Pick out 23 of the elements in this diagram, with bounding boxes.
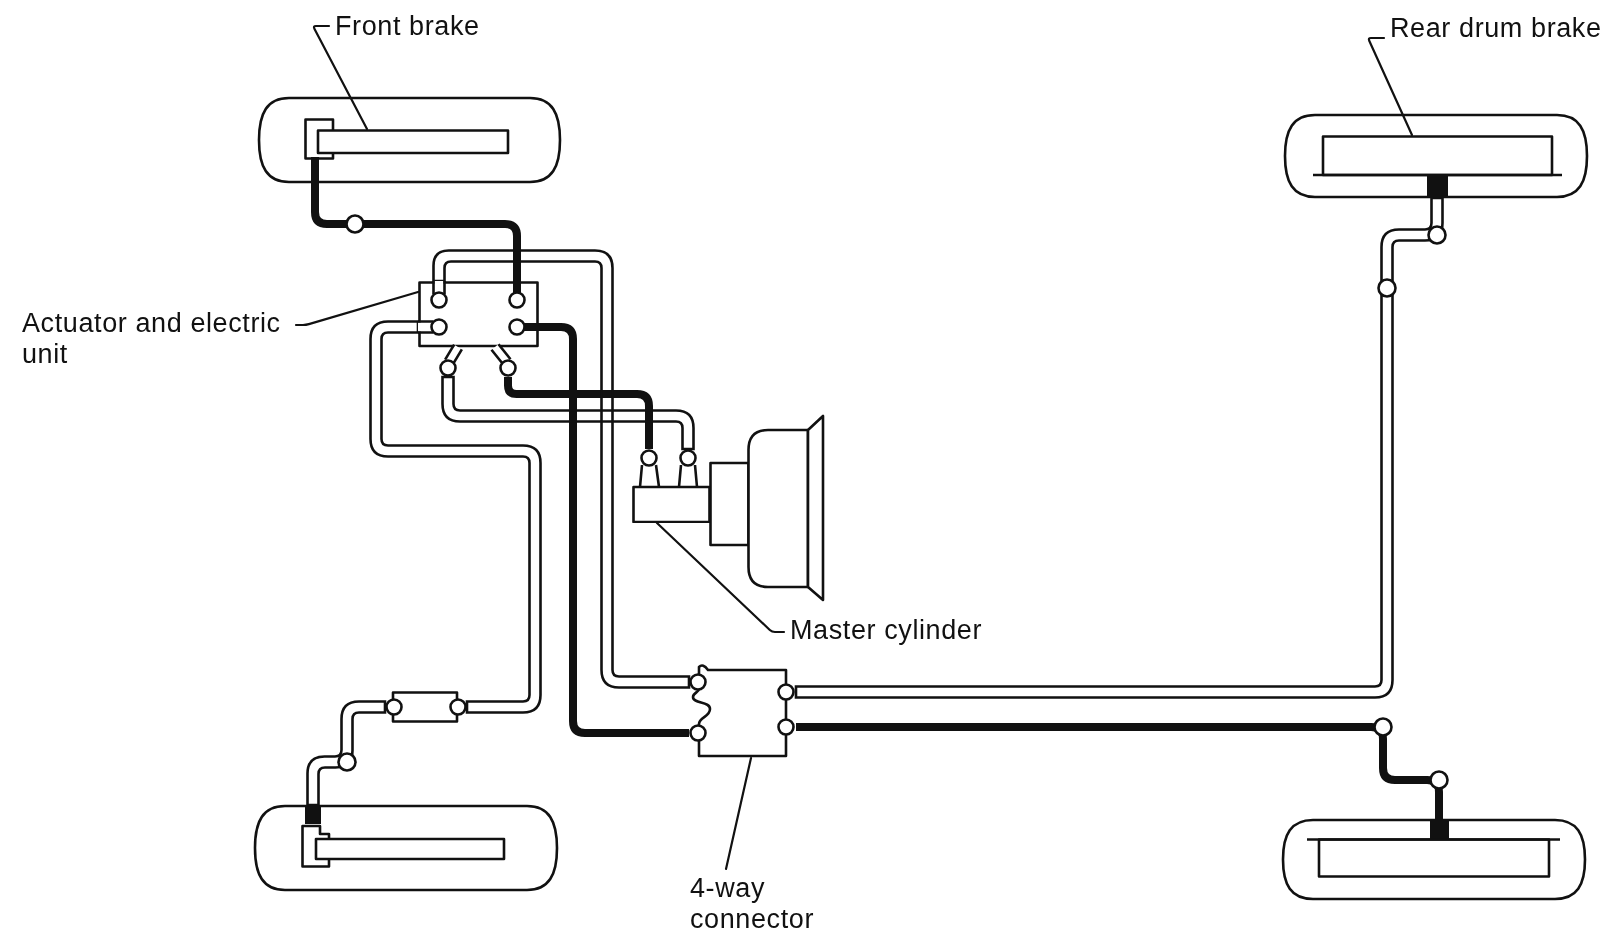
leader-line (294, 290, 420, 327)
brake-pipe (441, 375, 695, 451)
brake-pipe (369, 320, 542, 714)
part-label: Front brake (335, 11, 480, 42)
part-label: Rear drum brake (1390, 13, 1602, 44)
leader-line (724, 756, 753, 871)
master-cylinder-drawing (632, 449, 712, 523)
actuator-unit (418, 281, 539, 377)
pipe-coupling (385, 691, 467, 723)
part-label: Actuator and electric unit (22, 308, 288, 370)
brake-pipe (432, 249, 691, 689)
disc-brake-drawing (301, 805, 507, 868)
brake-disc (304, 129, 510, 161)
brake-pipe (504, 377, 653, 449)
leader-line (312, 24, 369, 131)
brake-pipe (306, 700, 387, 807)
part-label: 4-way connector (690, 873, 822, 935)
brake-drum (1312, 135, 1564, 198)
connector-block (689, 664, 796, 758)
part-label: Master cylinder (790, 615, 983, 646)
brake-drum (1306, 819, 1562, 878)
brake-pipe (794, 196, 1444, 699)
leader-line (1367, 36, 1414, 137)
